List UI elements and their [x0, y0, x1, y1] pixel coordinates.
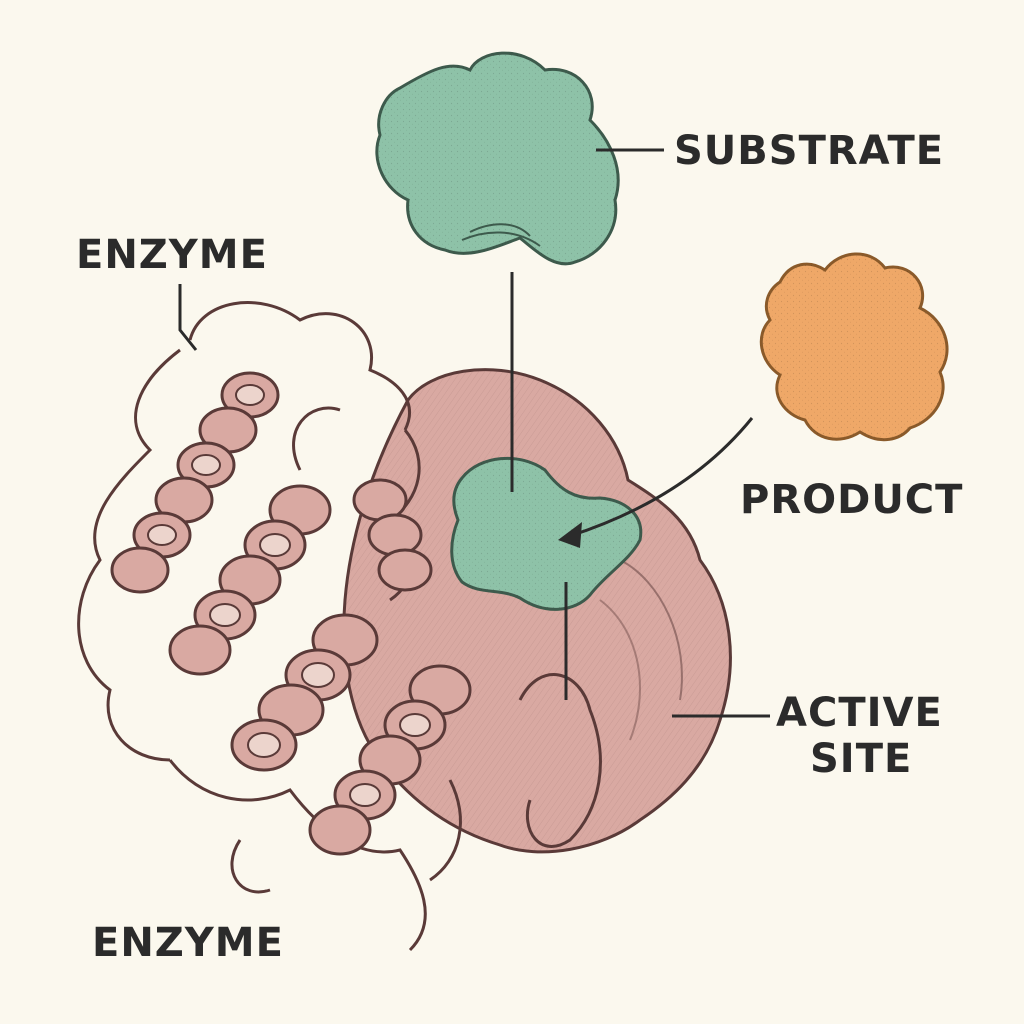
active-site-label-line2: SITE	[810, 736, 913, 782]
product-arrow	[569, 417, 754, 538]
substrate-molecule	[375, 51, 620, 266]
substrate-label: SUBSTRATE	[674, 128, 945, 174]
enzyme-top-leader	[178, 284, 198, 351]
active-site-label-line1: ACTIVE	[776, 690, 943, 736]
product-molecule	[759, 252, 949, 442]
arrow-head-icon	[558, 522, 582, 548]
enzyme-label-top: ENZYME	[76, 232, 268, 278]
active-site-pocket	[450, 456, 643, 611]
active-site-label: ACTIVE SITE	[776, 690, 943, 782]
enzyme-label-bottom: ENZYME	[92, 920, 284, 966]
leader-lines	[178, 148, 770, 718]
product-label: PRODUCT	[740, 477, 964, 523]
